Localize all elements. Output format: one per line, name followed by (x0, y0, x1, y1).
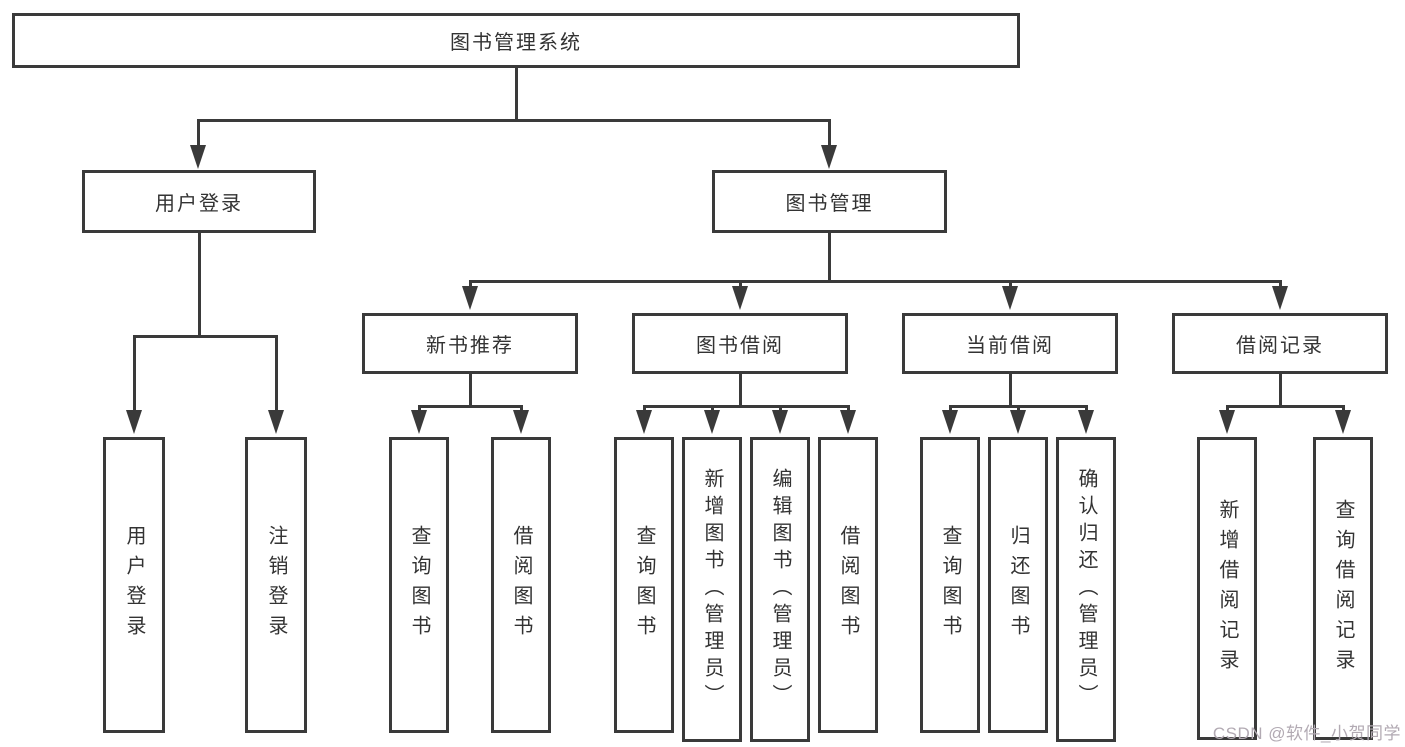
node-new-book-rec: 新书推荐 (362, 313, 578, 374)
node-current-borrow: 当前借阅 (902, 313, 1118, 374)
node-new-book-rec-label: 新书推荐 (426, 335, 514, 357)
arrow-down-icon (513, 410, 529, 434)
connector-stem-borrow-records (1279, 374, 1282, 405)
node-user-login: 用户登录 (82, 170, 316, 233)
leaf-logout-label: 注销登录 (265, 525, 287, 645)
leaf-query-borrow-record-label: 查询借阅记录 (1332, 498, 1354, 679)
connector-drop (1226, 405, 1229, 411)
arrow-down-icon (840, 410, 856, 434)
arrow-down-icon (1010, 410, 1026, 434)
connector-stem-book-borrow (739, 374, 742, 405)
connector-drop (643, 405, 646, 411)
connector-rail-borrow-records (1227, 405, 1344, 408)
leaf-add-book: 新增图书（管理员） (682, 437, 742, 742)
connector-drop (418, 405, 421, 411)
arrow-down-icon (772, 410, 788, 434)
leaf-borrow-book-rec: 借阅图书 (491, 437, 551, 733)
node-book-mgmt: 图书管理 (712, 170, 947, 233)
arrow-down-icon (1002, 286, 1018, 310)
arrow-down-icon (190, 145, 206, 169)
node-book-mgmt-label: 图书管理 (785, 193, 874, 215)
arrow-down-icon (1219, 410, 1235, 434)
connector-stem-root (515, 68, 518, 119)
node-root: 图书管理系统 (12, 13, 1020, 68)
csdn-watermark: CSDN @软件_小贺同学 (1212, 724, 1401, 743)
arrow-down-icon (704, 410, 720, 434)
leaf-logout: 注销登录 (245, 437, 307, 733)
arrow-down-icon (1272, 286, 1288, 310)
connector-drop-book-borrow (739, 280, 742, 287)
node-root-label: 图书管理系统 (450, 32, 582, 54)
connector-stem-new-book-rec (469, 374, 472, 405)
connector-drop (1342, 405, 1345, 411)
connector-rail-book-borrow (644, 405, 849, 408)
arrow-down-icon (636, 410, 652, 434)
connector-drop-leaf-user-login (133, 335, 136, 411)
leaf-add-book-label: 新增图书（管理员） (701, 468, 723, 711)
node-current-borrow-label: 当前借阅 (966, 335, 1054, 357)
arrow-down-icon (942, 410, 958, 434)
connector-drop (949, 405, 952, 411)
connector-stem-current-borrow (1009, 374, 1012, 405)
connector-drop-leaf-logout (275, 335, 278, 411)
leaf-query-book-rec: 查询图书 (389, 437, 449, 733)
node-user-login-label: 用户登录 (155, 193, 243, 215)
connector-stem-user-login (198, 233, 201, 335)
leaf-borrow-book-label: 借阅图书 (837, 525, 859, 645)
arrow-down-icon (126, 410, 142, 434)
leaf-return-book-label: 归还图书 (1007, 525, 1029, 645)
connector-drop (1085, 405, 1088, 411)
leaf-confirm-return-label: 确认归还（管理员） (1075, 468, 1097, 711)
connector-drop (847, 405, 850, 411)
leaf-query-book-borrow-label: 查询图书 (633, 525, 655, 645)
node-borrow-records-label: 借阅记录 (1236, 335, 1324, 357)
arrow-down-icon (411, 410, 427, 434)
node-book-borrow-label: 图书借阅 (696, 335, 784, 357)
leaf-query-book-rec-label: 查询图书 (408, 525, 430, 645)
leaf-return-book: 归还图书 (988, 437, 1048, 733)
arrow-down-icon (1335, 410, 1351, 434)
leaf-borrow-book-rec-label: 借阅图书 (510, 525, 532, 645)
connector-rail-root (198, 119, 831, 122)
arrow-down-icon (1078, 410, 1094, 434)
leaf-query-book-borrow: 查询图书 (614, 437, 674, 733)
arrow-down-icon (462, 286, 478, 310)
arrow-down-icon (268, 410, 284, 434)
connector-drop (779, 405, 782, 411)
leaf-edit-book: 编辑图书（管理员） (750, 437, 810, 742)
leaf-query-book-current-label: 查询图书 (939, 525, 961, 645)
connector-drop-current-borrow (1009, 280, 1012, 287)
leaf-query-book-current: 查询图书 (920, 437, 980, 733)
connector-rail-new-book-rec (419, 405, 522, 408)
connector-drop (1017, 405, 1020, 411)
connector-drop-borrow-records (1279, 280, 1282, 287)
connector-rail-user-login (134, 335, 278, 338)
connector-drop-user-login (197, 119, 200, 146)
arrow-down-icon (821, 145, 837, 169)
leaf-add-borrow-record-label: 新增借阅记录 (1216, 498, 1238, 679)
leaf-edit-book-label: 编辑图书（管理员） (769, 468, 791, 711)
leaf-user-login: 用户登录 (103, 437, 165, 733)
node-borrow-records: 借阅记录 (1172, 313, 1388, 374)
connector-drop (711, 405, 714, 411)
leaf-confirm-return: 确认归还（管理员） (1056, 437, 1116, 742)
arrow-down-icon (732, 286, 748, 310)
leaf-query-borrow-record: 查询借阅记录 (1313, 437, 1373, 740)
connector-stem-book-mgmt (828, 233, 831, 280)
connector-drop-new-book-rec (469, 280, 472, 287)
node-book-borrow: 图书借阅 (632, 313, 848, 374)
leaf-borrow-book: 借阅图书 (818, 437, 878, 733)
connector-drop (520, 405, 523, 411)
connector-rail-book-mgmt (470, 280, 1281, 283)
connector-drop-book-mgmt (828, 119, 831, 146)
leaf-add-borrow-record: 新增借阅记录 (1197, 437, 1257, 740)
leaf-user-login-label: 用户登录 (123, 525, 145, 645)
